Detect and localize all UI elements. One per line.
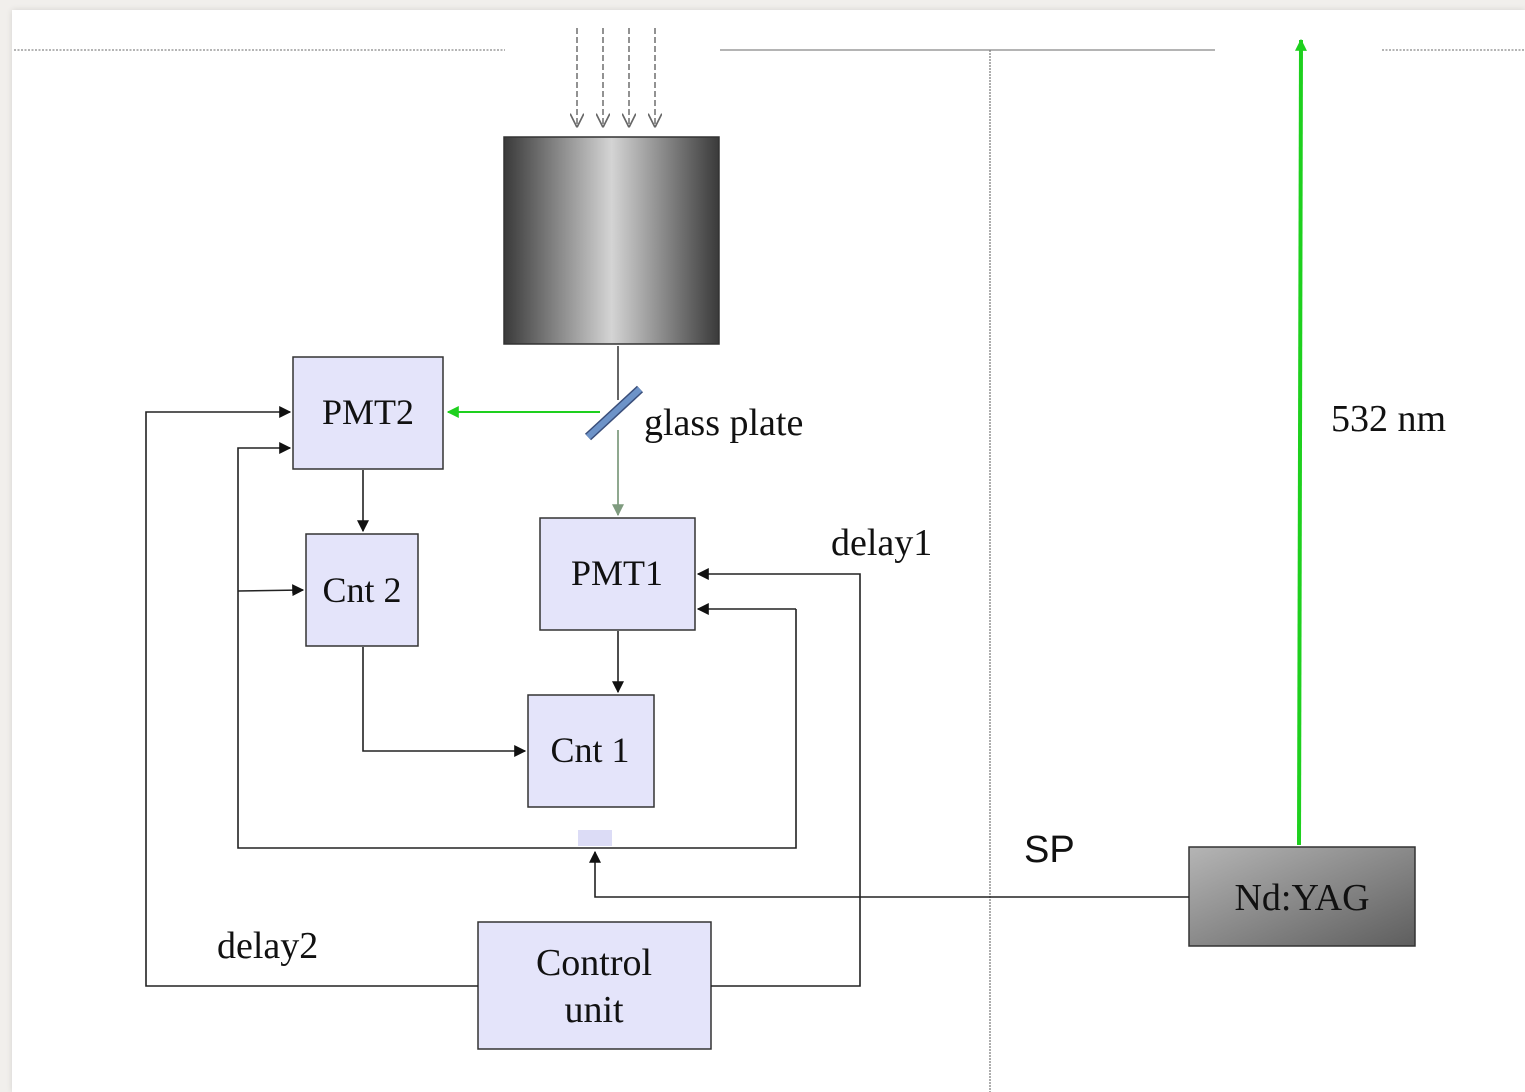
cnt1-box: Cnt 1 [527, 694, 655, 808]
wire-delay2 [145, 406, 478, 987]
pmt2-label: PMT2 [322, 392, 414, 432]
pmt1-label: PMT1 [571, 553, 663, 593]
control-unit-box: Control unit [477, 921, 712, 1050]
cnt2-label: Cnt 2 [322, 570, 401, 610]
glass-plate-face [585, 386, 643, 440]
gate-junction [578, 830, 612, 846]
diagram-svg: glass plate PMT2 Cnt 2 PMT1 Cnt 1 Contro… [14, 28, 1525, 1092]
wire-gate-cnt2 [237, 584, 305, 597]
nd-yag-label: Nd:YAG [1234, 877, 1369, 919]
incoming-light-arrows [577, 28, 655, 126]
nd-yag-laser-box: Nd:YAG [1188, 846, 1416, 947]
pmt1-box: PMT1 [539, 517, 696, 631]
wire-cnt2-cnt1 [362, 647, 527, 757]
wavelength-label: 532 nm [1331, 398, 1446, 440]
wire-sp [589, 850, 1189, 898]
signal-wires [145, 406, 1189, 987]
wire-gate-loop-pmt2 [237, 442, 797, 849]
glass-plate-label: glass plate [644, 402, 803, 444]
sp-label: SP [1024, 829, 1075, 871]
delay1-label: delay1 [831, 522, 932, 564]
diagram-canvas: glass plate PMT2 Cnt 2 PMT1 Cnt 1 Contro… [12, 10, 1525, 1092]
delay2-label: delay2 [217, 925, 318, 967]
laser-beam-532nm [1294, 38, 1307, 846]
telescope [503, 136, 720, 345]
control-unit-label-line2: unit [564, 989, 624, 1031]
cnt2-box: Cnt 2 [305, 533, 419, 647]
control-unit-label-line1: Control [536, 942, 652, 984]
cnt1-label: Cnt 1 [550, 730, 629, 770]
pmt2-box: PMT2 [292, 356, 444, 470]
wire-delay1 [696, 568, 861, 987]
